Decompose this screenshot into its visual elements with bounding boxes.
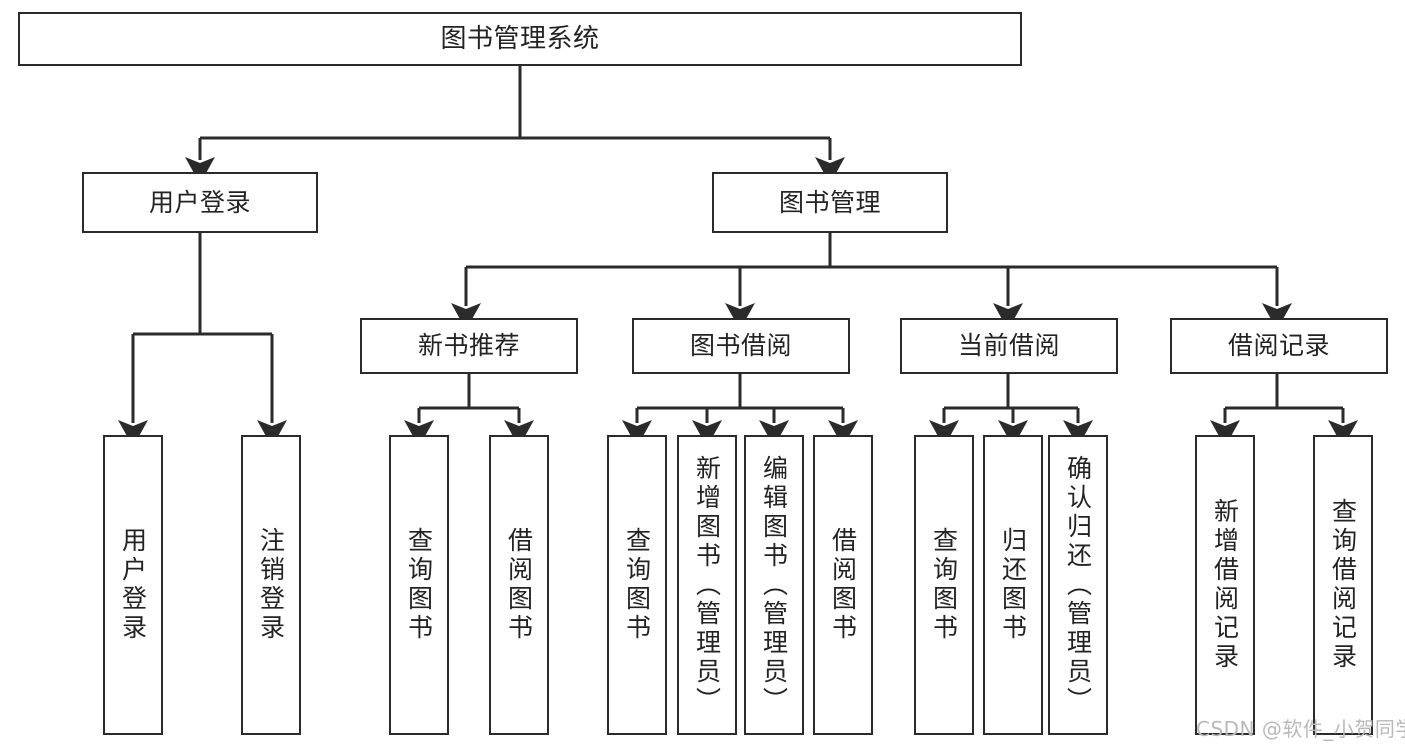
node-label: 确认归还（管理员）	[1063, 454, 1093, 716]
node-label: 借阅图书	[828, 527, 858, 643]
node-label: 用户登录	[148, 187, 251, 217]
node-label: 查询图书	[929, 527, 959, 643]
node-label: 新增借阅记录	[1210, 498, 1240, 672]
node-label: 用户登录	[118, 527, 148, 643]
node-user-login[interactable]: 用户登录	[82, 172, 318, 233]
node-label: 图书借阅	[689, 331, 792, 361]
node-leaf-add-record[interactable]: 新增借阅记录	[1195, 435, 1255, 735]
node-label: 查询借阅记录	[1328, 498, 1358, 672]
node-label: 注销登录	[256, 527, 286, 643]
node-label: 编辑图书（管理员）	[759, 454, 789, 716]
node-book-borrow[interactable]: 图书借阅	[632, 318, 850, 374]
node-leaf-user-login[interactable]: 用户登录	[103, 435, 163, 735]
node-book-manage[interactable]: 图书管理	[712, 172, 948, 233]
node-label: 查询图书	[622, 527, 652, 643]
node-new-book-recommend[interactable]: 新书推荐	[360, 318, 578, 374]
node-label: 新书推荐	[417, 331, 520, 361]
csdn-watermark: CSDN @软件_小贺同学	[1196, 717, 1405, 741]
node-label: 借阅记录	[1227, 331, 1330, 361]
node-leaf-return-book[interactable]: 归还图书	[983, 435, 1043, 735]
node-current-borrow[interactable]: 当前借阅	[900, 318, 1118, 374]
node-label: 借阅图书	[504, 527, 534, 643]
node-label: 图书管理	[778, 187, 881, 217]
node-root-system[interactable]: 图书管理系统	[18, 12, 1022, 66]
node-leaf-user-logout[interactable]: 注销登录	[241, 435, 301, 735]
node-leaf-confirm-return[interactable]: 确认归还（管理员）	[1048, 435, 1108, 735]
node-leaf-add-book[interactable]: 新增图书（管理员）	[677, 435, 737, 735]
node-label: 当前借阅	[957, 331, 1060, 361]
node-leaf-query-book-2[interactable]: 查询图书	[607, 435, 667, 735]
node-leaf-borrow-book-2[interactable]: 借阅图书	[813, 435, 873, 735]
node-label: 归还图书	[998, 527, 1028, 643]
node-leaf-query-record[interactable]: 查询借阅记录	[1313, 435, 1373, 735]
node-leaf-borrow-book-1[interactable]: 借阅图书	[489, 435, 549, 735]
node-leaf-edit-book[interactable]: 编辑图书（管理员）	[744, 435, 804, 735]
node-leaf-query-book-3[interactable]: 查询图书	[914, 435, 974, 735]
node-label: 查询图书	[404, 527, 434, 643]
node-leaf-query-book-1[interactable]: 查询图书	[389, 435, 449, 735]
node-borrow-record[interactable]: 借阅记录	[1170, 318, 1388, 374]
node-label: 新增图书（管理员）	[692, 454, 722, 716]
node-label: 图书管理系统	[440, 23, 600, 54]
